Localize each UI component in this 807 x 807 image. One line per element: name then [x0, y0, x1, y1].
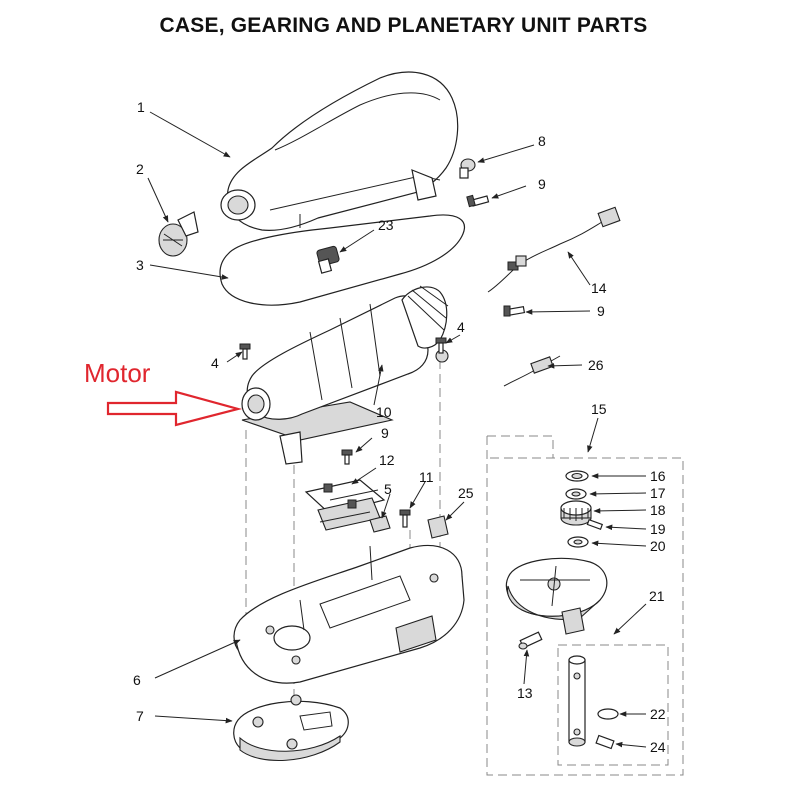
label-part-25: 25: [458, 485, 474, 501]
label-part-20: 20: [650, 538, 666, 554]
label-part-26: 26: [588, 357, 604, 373]
label-part-14: 14: [591, 280, 607, 296]
label-part-10: 10: [376, 404, 392, 420]
label-part-3: 3: [136, 257, 144, 273]
label-part-4-left: 4: [211, 355, 219, 371]
label-part-12: 12: [379, 452, 395, 468]
part-10-motor-assembly: [241, 285, 449, 465]
label-part-9-middle: 9: [597, 303, 605, 319]
label-part-9-lower: 9: [381, 425, 389, 441]
part-5-clip: [369, 515, 391, 533]
diagram-title: CASE, GEARING AND PLANETARY UNIT PARTS: [159, 14, 648, 37]
label-part-1: 1: [137, 99, 145, 115]
label-part-9-top: 9: [538, 176, 546, 192]
part-8-bolt: [459, 158, 476, 179]
label-part-8: 8: [538, 133, 546, 149]
part-7-gear-case: [233, 694, 349, 762]
part-24-pin: [595, 734, 615, 750]
part-4-screw-left: [239, 343, 251, 360]
label-part-17: 17: [650, 485, 666, 501]
label-part-22: 22: [650, 706, 666, 722]
label-part-18: 18: [650, 502, 666, 518]
label-part-13: 13: [517, 685, 533, 701]
motor-callout-label: Motor: [84, 358, 151, 388]
part-2-attachment-knob: [158, 211, 199, 257]
label-part-11: 11: [419, 469, 434, 485]
leader-lines: [147, 111, 647, 748]
label-part-5: 5: [384, 481, 392, 497]
part-9-screw-middle: [503, 305, 526, 317]
part-6-pedestal-housing: [233, 544, 465, 684]
planetary-inner-dashed-box: [557, 644, 669, 766]
label-part-16: 16: [650, 468, 666, 484]
motor-callout-arrow: [106, 390, 243, 427]
part-17-washer: [565, 488, 587, 500]
part-20-washer: [567, 536, 589, 548]
label-part-24: 24: [650, 739, 666, 755]
part-12-speed-control-board: [304, 479, 386, 531]
part-23-screw: [316, 245, 340, 274]
label-part-19: 19: [650, 521, 666, 537]
part-18-planetary-gear: [560, 500, 592, 526]
planetary-outer-dashed-box: [486, 435, 684, 776]
label-part-4-right: 4: [457, 319, 465, 335]
label-part-15: 15: [591, 401, 607, 417]
part-9-screw-lower: [341, 449, 353, 465]
part-25-grommet: [427, 515, 449, 539]
part-11-screw: [399, 509, 411, 528]
label-part-2: 2: [136, 161, 144, 177]
part-21-beater-shaft: [568, 655, 586, 747]
part-22-retaining-ring: [597, 708, 619, 720]
label-part-21: 21: [649, 588, 665, 604]
part-13-pin: [518, 631, 543, 650]
part-9-screw-top: [466, 194, 490, 208]
label-part-6: 6: [133, 672, 141, 688]
planetary-unit-plate: [505, 557, 608, 635]
part-16-washer: [565, 470, 589, 482]
part-3-trim-band: [219, 214, 465, 306]
part-1-motor-housing: [220, 71, 459, 231]
part-14-wiring-harness: [487, 206, 621, 293]
part-19-pin: [586, 518, 604, 530]
label-part-7: 7: [136, 708, 144, 724]
label-part-23: 23: [378, 217, 394, 233]
part-26-connector: [503, 355, 561, 387]
